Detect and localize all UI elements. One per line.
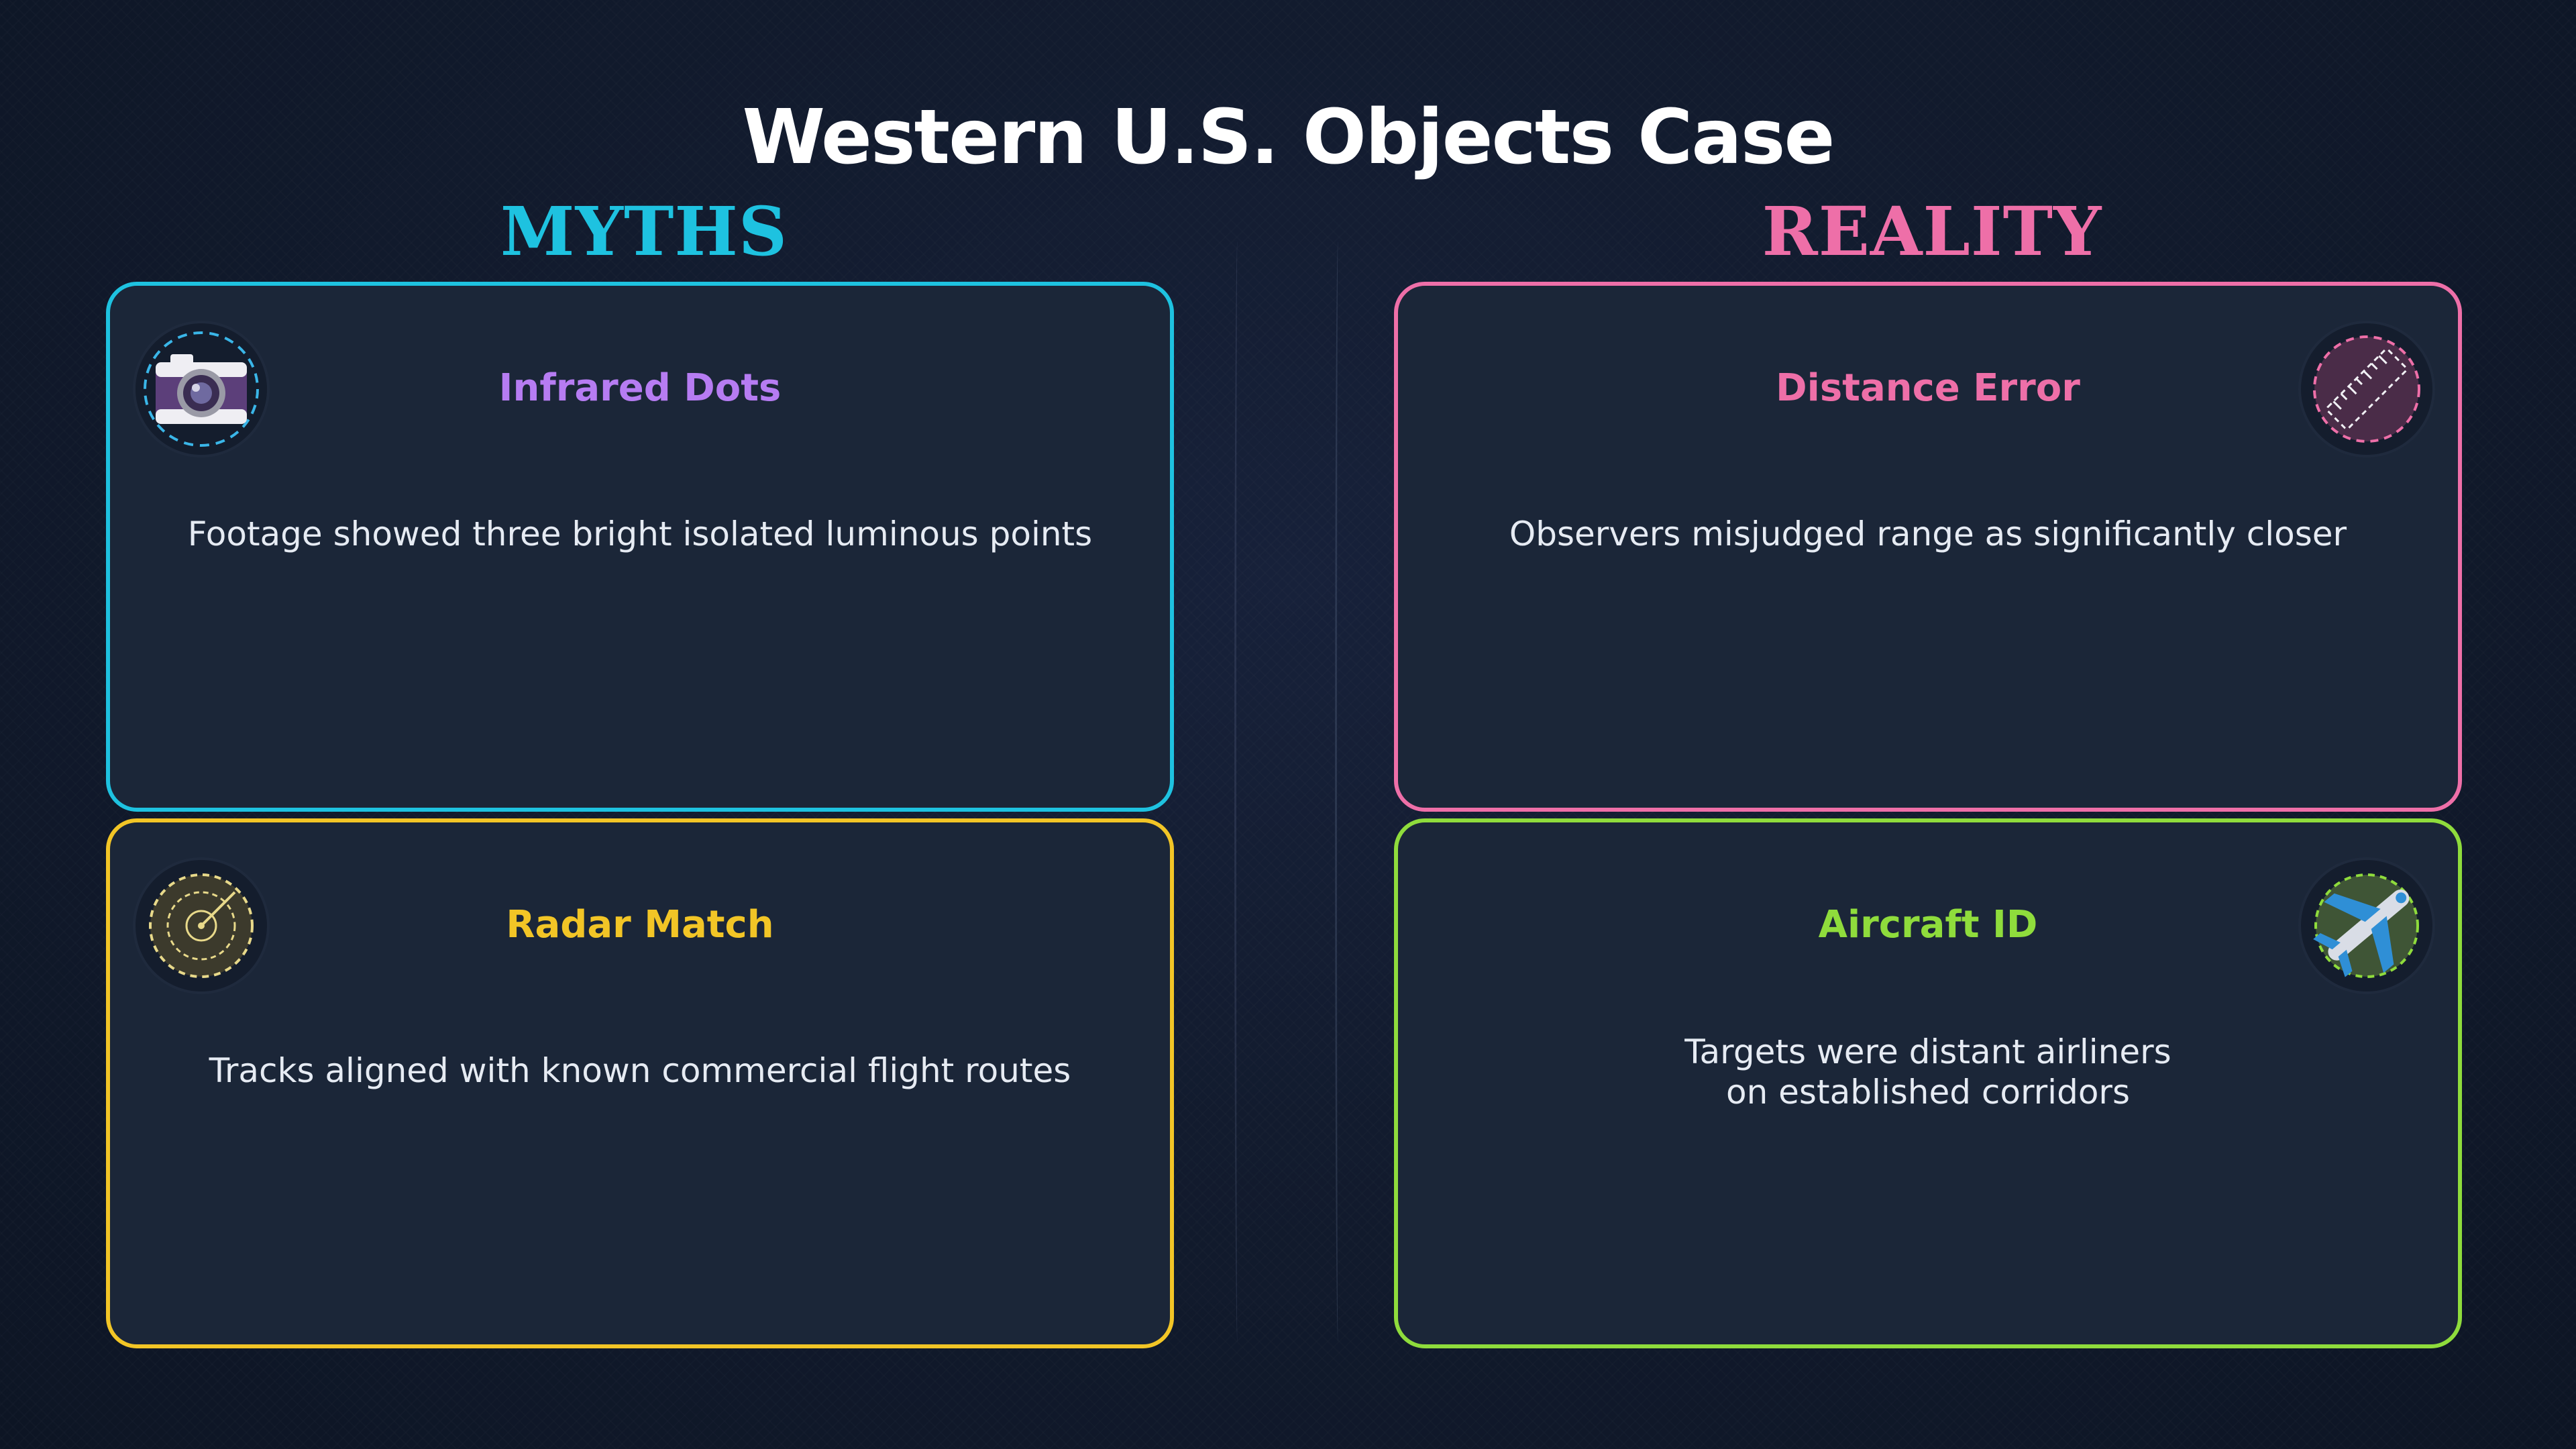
aircraft-id-card: Aircraft ID Targets were distant airline…: [1394, 818, 2462, 1348]
airplane-icon: [2301, 860, 2432, 991]
reality-heading: REALITY: [1762, 192, 2102, 271]
radar-icon: [136, 860, 267, 991]
column-divider-left: [1234, 241, 1240, 1342]
radar-match-card: Radar Match Tracks aligned with known co…: [106, 818, 1174, 1348]
infrared-dots-title: Infrared Dots: [498, 366, 782, 410]
column-divider-right: [1335, 241, 1341, 1342]
aircraft-id-title: Aircraft ID: [1818, 903, 2038, 947]
myths-heading: MYTHS: [500, 192, 788, 271]
distance-error-card: Distance Error Observers misjudged range…: [1394, 282, 2462, 812]
ruler-icon: [2301, 323, 2432, 455]
page-title: Western U.S. Objects Case: [742, 94, 1835, 181]
radar-match-title: Radar Match: [506, 903, 774, 947]
camera-icon: [136, 323, 267, 455]
radar-match-text: Tracks aligned with known commercial fli…: [209, 1051, 1071, 1090]
infrared-dots-text: Footage showed three bright isolated lum…: [187, 515, 1093, 553]
distance-error-title: Distance Error: [1776, 366, 2080, 410]
distance-error-text: Observers misjudged range as significant…: [1509, 515, 2347, 553]
infrared-dots-card: Infrared Dots Footage showed three brigh…: [106, 282, 1174, 812]
aircraft-id-text: Targets were distant airliners on establ…: [1684, 1032, 2171, 1112]
